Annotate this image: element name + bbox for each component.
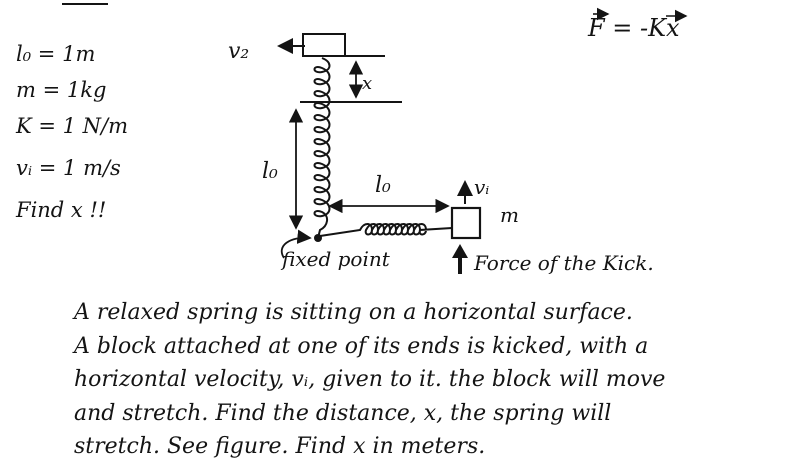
l0-horizontal-label: l₀ bbox=[375, 173, 391, 198]
given-l0: l₀ = 1m bbox=[16, 42, 96, 66]
force-kick-arrow-icon bbox=[452, 244, 468, 274]
vertical-spring bbox=[313, 57, 331, 239]
problem-line-4: and stretch. Find the distance, x, the s… bbox=[74, 400, 612, 426]
top-block bbox=[302, 33, 346, 57]
problem-line-2: A block attached at one of its ends is k… bbox=[74, 333, 649, 359]
l0-vertical-label: l₀ bbox=[262, 159, 278, 184]
given-m: m = 1kg bbox=[16, 78, 107, 102]
problem-line-3: horizontal velocity, vᵢ, given to it. th… bbox=[74, 367, 666, 392]
given-vi: vᵢ = 1 m/s bbox=[16, 156, 121, 180]
fixed-point-label: fixed point bbox=[280, 247, 391, 271]
v2-label: v₂ bbox=[228, 39, 249, 64]
horizontal-spring bbox=[319, 223, 453, 237]
v1-label: vᵢ bbox=[474, 175, 489, 199]
fixed-point-pointer bbox=[280, 229, 312, 259]
problem-statement: A relaxed spring is sitting on a horizon… bbox=[74, 296, 784, 464]
x-label: x bbox=[362, 73, 372, 94]
mass-label: m bbox=[500, 203, 519, 227]
problem-line-1: A relaxed spring is sitting on a horizon… bbox=[74, 300, 633, 325]
problem-line-5: stretch. See figure. Find x in meters. bbox=[74, 434, 486, 459]
given-k: K = 1 N/m bbox=[16, 114, 129, 138]
lower-block bbox=[450, 206, 482, 240]
given-find-x: Find x !! bbox=[16, 198, 107, 222]
equation-text: F = -Kx bbox=[587, 14, 680, 42]
force-kick-label: Force of the Kick. bbox=[473, 251, 654, 275]
